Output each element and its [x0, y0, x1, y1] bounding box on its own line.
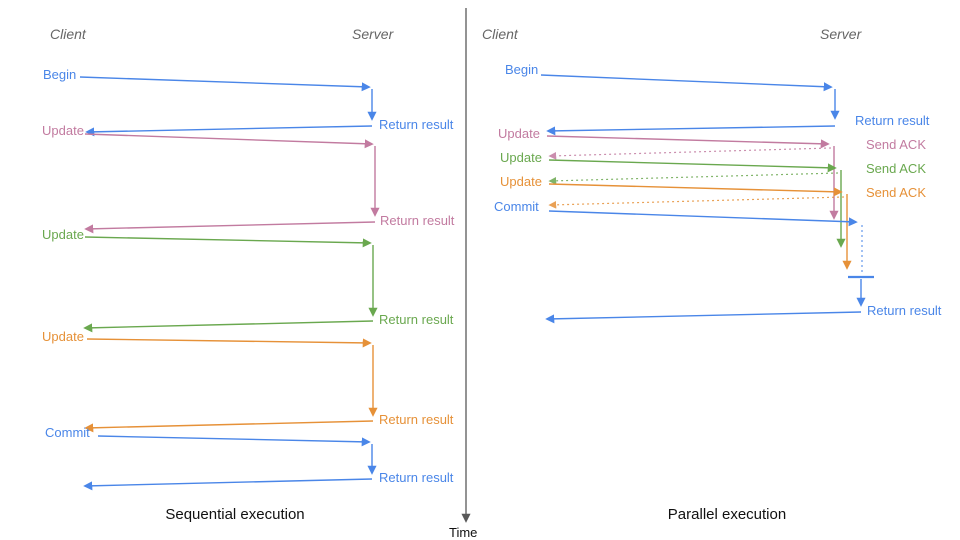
right-client-header: Client: [482, 26, 518, 42]
left-update3-label: Update: [42, 329, 84, 344]
right-update1-arrows: [546, 135, 839, 220]
left-update3-arrows: [84, 338, 378, 433]
left-update2-label: Update: [42, 227, 84, 242]
right-begin-arrows: [540, 74, 840, 136]
left-update1-arrows: [84, 133, 380, 234]
left-update2-arrows: [83, 236, 378, 333]
left-client-header: Client: [50, 26, 86, 42]
left-commit-arrows: [83, 435, 377, 491]
left-update1-result-label: Return result: [380, 213, 455, 228]
right-update2-label: Update: [500, 150, 542, 165]
right-update3-label: Update: [500, 174, 542, 189]
time-axis-label: Time: [449, 525, 478, 540]
right-commit-result-label: Return result: [867, 303, 942, 318]
left-commit-result-label: Return result: [379, 470, 454, 485]
left-caption: Sequential execution: [165, 506, 305, 523]
right-commit-label: Commit: [494, 199, 539, 214]
left-server-header: Server: [352, 26, 394, 42]
right-begin-label: Begin: [505, 62, 539, 77]
right-commit-arrows: [545, 210, 874, 324]
left-begin-result-label: Return result: [379, 117, 454, 132]
left-begin-arrows: [79, 76, 377, 137]
left-commit-label: Commit: [45, 425, 90, 440]
right-update2-arrows: [548, 159, 846, 248]
right-update1-label: Update: [498, 126, 540, 141]
right-begin-result-label: Return result: [855, 113, 930, 128]
right-caption: Parallel execution: [667, 506, 787, 523]
right-update3-arrows: [548, 183, 852, 270]
right-update2-ack-label: Send ACK: [866, 161, 926, 176]
left-update3-result-label: Return result: [379, 412, 454, 427]
left-update1-label: Update: [42, 123, 84, 138]
left-update2-result-label: Return result: [379, 312, 454, 327]
right-update3-ack-label: Send ACK: [866, 185, 926, 200]
right-server-header: Server: [820, 26, 862, 42]
right-update1-ack-label: Send ACK: [866, 137, 926, 152]
left-begin-label: Begin: [43, 67, 77, 82]
